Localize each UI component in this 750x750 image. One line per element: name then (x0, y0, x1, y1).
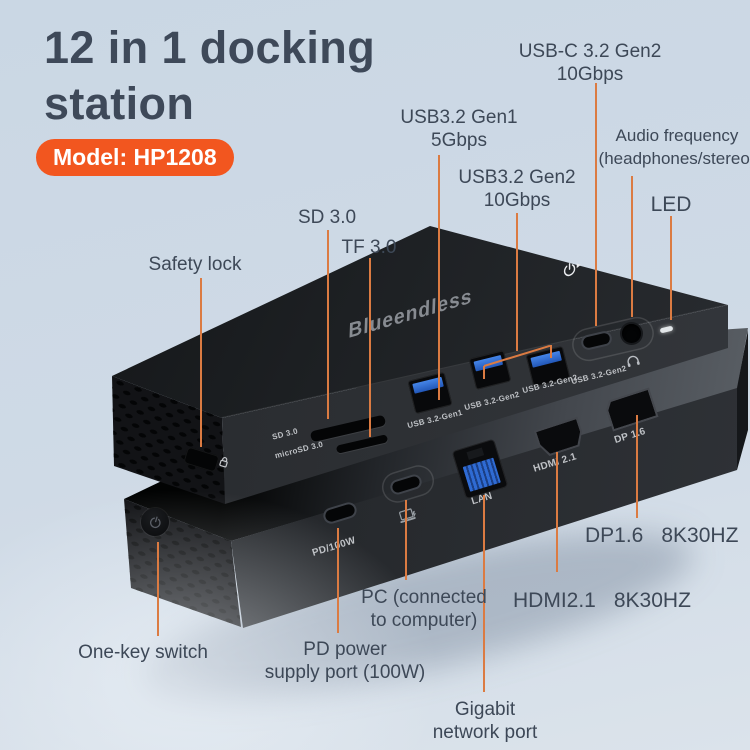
laptop-charge-icon (396, 506, 420, 526)
headphones-icon (625, 354, 641, 369)
leader-usb-gen2-drop-right (550, 345, 552, 358)
leader-tf (369, 258, 371, 437)
leader-usb-gen1 (438, 155, 440, 400)
leader-dp (636, 415, 638, 518)
callout-sd: SD 3.0 (297, 207, 357, 228)
leader-usb-c (595, 83, 597, 326)
leader-pd (337, 528, 339, 633)
callout-audio: Audio frequency(headphones/stereo) (598, 126, 750, 168)
pd-usb-c-port (323, 502, 357, 524)
leader-safety-lock (200, 278, 202, 447)
leader-sd (327, 230, 329, 419)
rj45-pins (462, 457, 501, 492)
callout-tf: TF 3.0 (341, 237, 397, 258)
leader-usb-gen2-drop-left (483, 366, 485, 379)
leader-hdmi (556, 452, 558, 572)
model-badge: Model: HP1208 (36, 139, 234, 176)
leader-one-key (157, 542, 159, 636)
callout-safety-lock: Safety lock (148, 254, 242, 275)
audio-jack (622, 324, 641, 343)
callout-one-key: One-key switch (78, 642, 208, 663)
leader-audio (631, 176, 633, 317)
leader-pc (405, 500, 407, 580)
leader-led (670, 216, 672, 320)
page-title: 12 in 1 docking station (44, 22, 376, 129)
pd-port-print: PD/100W (310, 535, 358, 559)
leader-gigabit (483, 495, 485, 692)
leader-usb-gen2 (516, 213, 518, 351)
one-key-power-button (137, 504, 173, 540)
lock-icon (217, 455, 230, 469)
power-button-icon (149, 515, 161, 528)
power-icon (560, 259, 581, 280)
rj45-clip-notch (466, 447, 485, 460)
callout-led: LED (650, 193, 692, 216)
